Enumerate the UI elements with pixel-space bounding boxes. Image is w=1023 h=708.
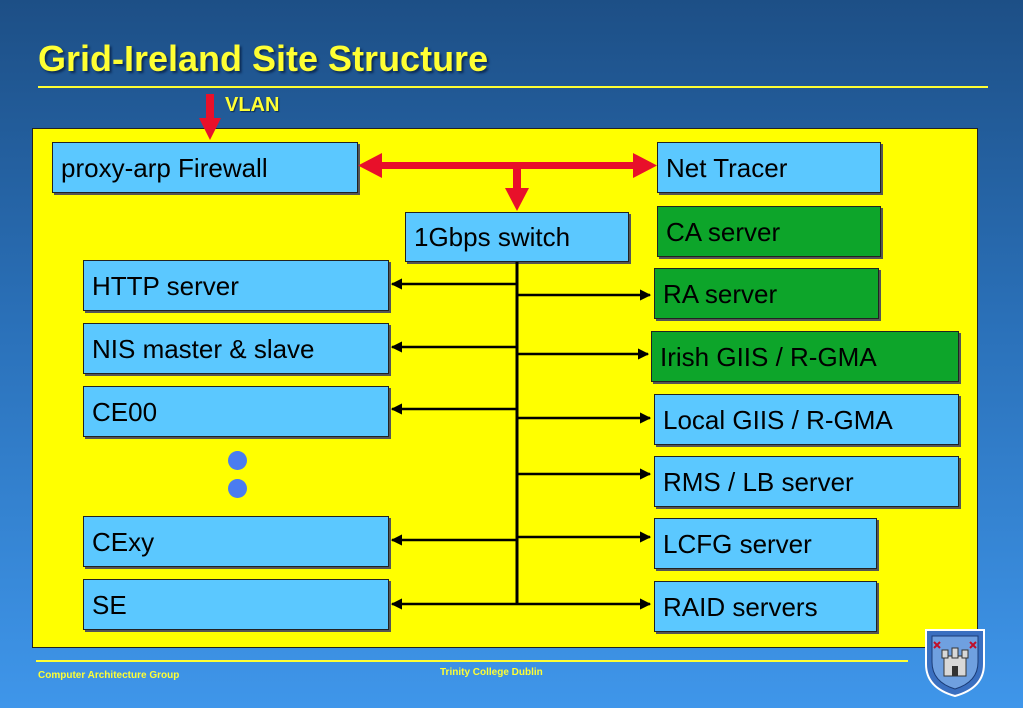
ra-server-node: RA server: [654, 268, 879, 319]
rms-lb-node: RMS / LB server: [654, 456, 959, 507]
vlan-label: VLAN: [225, 94, 280, 116]
ellipsis-dot-2: [228, 479, 247, 498]
ce00-node: CE00: [83, 386, 389, 437]
raid-node: RAID servers: [654, 581, 877, 632]
se-node: SE: [83, 579, 389, 630]
footer-divider: [36, 660, 908, 662]
title-divider: [38, 86, 988, 88]
slide-title: Grid-Ireland Site Structure: [38, 38, 489, 79]
ca-server-node: CA server: [657, 206, 881, 257]
ellipsis-dot-1: [228, 451, 247, 470]
net-tracer-node: Net Tracer: [657, 142, 881, 193]
footer-college-name: Trinity College Dublin: [440, 667, 543, 678]
local-giis-node: Local GIIS / R-GMA: [654, 394, 959, 445]
switch-node: 1Gbps switch: [405, 212, 629, 262]
lcfg-node: LCFG server: [654, 518, 877, 569]
irish-giis-node: Irish GIIS / R-GMA: [651, 331, 959, 382]
firewall-node: proxy-arp Firewall: [52, 142, 358, 193]
firewall-tracer-arrow: [358, 153, 657, 178]
college-crest-icon: [925, 629, 985, 698]
http-server-node: HTTP server: [83, 260, 389, 311]
vlan-arrow: [199, 94, 221, 140]
cexy-node: CExy: [83, 516, 389, 567]
switch-feed-arrow: [505, 166, 529, 211]
nis-node: NIS master & slave: [83, 323, 389, 374]
footer-group-name: Computer Architecture Group: [38, 670, 180, 681]
